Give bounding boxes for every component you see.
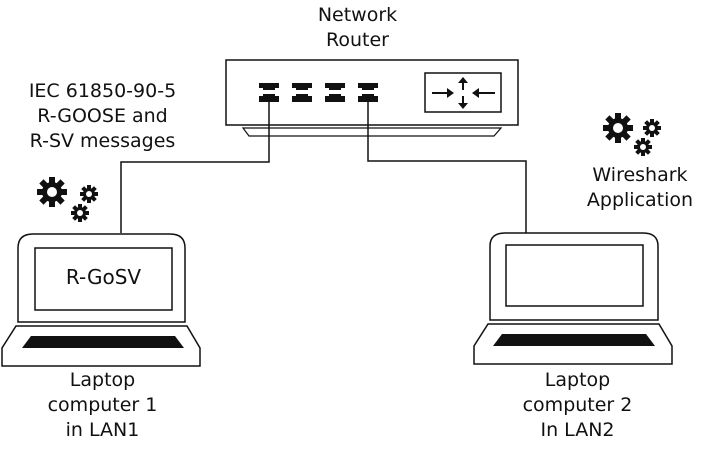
router-base [241, 127, 503, 137]
wireshark-label-line: Application [586, 189, 694, 211]
router-symbol-icon [424, 72, 502, 113]
router-title-line: Network [317, 4, 398, 26]
laptop-1-caption-line: Laptop [69, 369, 136, 391]
router-title: Network Router [300, 3, 415, 53]
message-label-line: R-SV messages [29, 130, 176, 152]
router-title-line: Router [326, 29, 389, 51]
wireshark-label-line: Wireshark [592, 164, 688, 186]
laptop-1-caption-line: in LAN1 [65, 419, 140, 441]
router-ports [259, 83, 378, 102]
message-label-line: IEC 61850-90-5 [28, 80, 177, 102]
laptop-1-keyboard [22, 336, 184, 348]
laptop-2-caption-line: computer 2 [522, 394, 633, 416]
laptop-1-caption-line: computer 1 [47, 394, 158, 416]
laptop-2-screen [505, 244, 644, 307]
wireshark-label: Wireshark Application [560, 163, 720, 213]
laptop-1-screen [34, 247, 173, 311]
laptop-1-screen-text: R-GoSV [65, 265, 142, 289]
cable-laptop2-router [367, 102, 527, 233]
message-label-line: R-GOOSE and [37, 105, 168, 127]
laptop-2-caption: Laptop computer 2 In LAN2 [495, 368, 660, 443]
router-port-3 [325, 83, 345, 102]
cable-laptop1-router [120, 102, 270, 233]
router-port-4 [358, 83, 378, 102]
laptop-2-caption-line: In LAN2 [540, 419, 615, 441]
router-port-1 [259, 83, 279, 102]
gears-icon-laptop1 [37, 177, 98, 222]
router-port-2 [292, 83, 312, 102]
message-label: IEC 61850-90-5 R-GOOSE and R-SV messages [0, 79, 205, 154]
laptop-1 [1, 233, 201, 367]
laptop-2 [473, 232, 673, 365]
laptop-1-caption: Laptop computer 1 in LAN1 [20, 368, 185, 443]
router [225, 59, 519, 137]
laptop-2-caption-line: Laptop [544, 369, 611, 391]
laptop-2-keyboard [493, 334, 655, 346]
gears-icon-laptop2 [603, 113, 661, 156]
